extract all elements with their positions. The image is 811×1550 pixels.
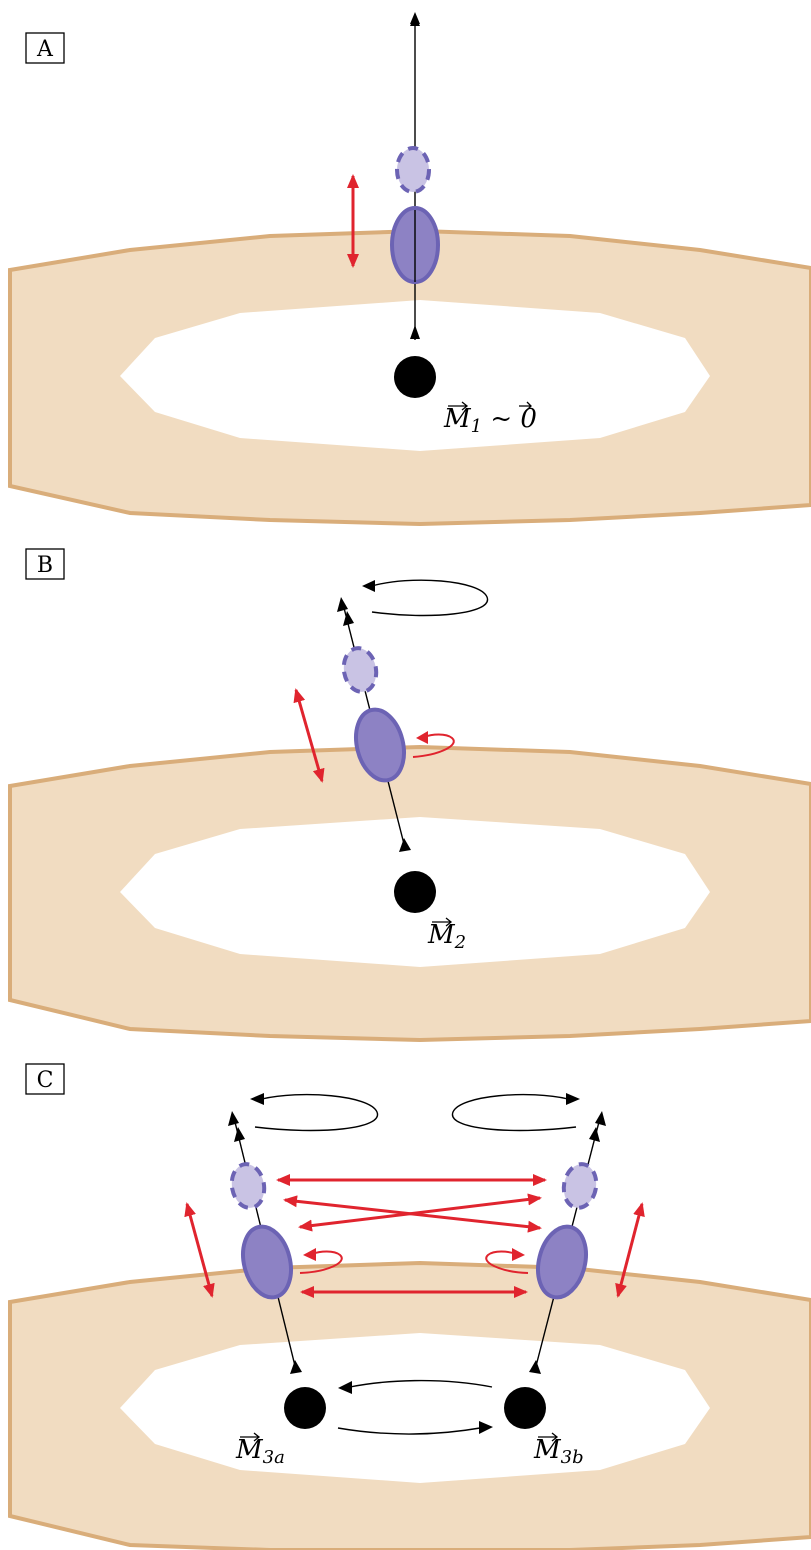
ghost-spin-ellipse [560,1162,599,1211]
precession-loop-right [452,1095,576,1131]
panel-label-c: C [37,1068,54,1093]
arrowhead-icon [589,1127,600,1142]
panel-label-a: A [36,37,54,62]
central-body [394,356,436,398]
panel-a: A M1 ~ 0 [10,12,811,524]
precession-loop [372,580,488,615]
ghost-spin-ellipse [340,646,379,695]
arrowhead-icon [595,1111,606,1126]
moment-label-a: M1 ~ 0 [443,404,537,437]
arrowhead-icon [234,1127,245,1142]
ghost-spin-ellipse [397,148,429,192]
ghost-spin-ellipse [228,1162,267,1211]
arrowhead-icon [512,1248,525,1261]
arrowhead-icon [303,1248,316,1261]
central-body-b [504,1387,546,1429]
panel-c: C [10,1064,811,1550]
panel-label-b: B [37,553,53,578]
arrowhead-icon [250,1093,264,1105]
panel-b: B M2 [10,549,811,1040]
arrowhead-icon [337,597,348,612]
central-body-a [284,1387,326,1429]
arrowhead-icon [566,1093,580,1105]
central-body [394,871,436,913]
arrowhead-icon [228,1111,239,1126]
precession-loop-left [255,1095,378,1131]
ring-band-c [10,1263,811,1550]
arrowhead-icon [362,580,375,592]
arrowhead-icon [416,731,428,744]
arrowhead-icon [410,12,420,24]
